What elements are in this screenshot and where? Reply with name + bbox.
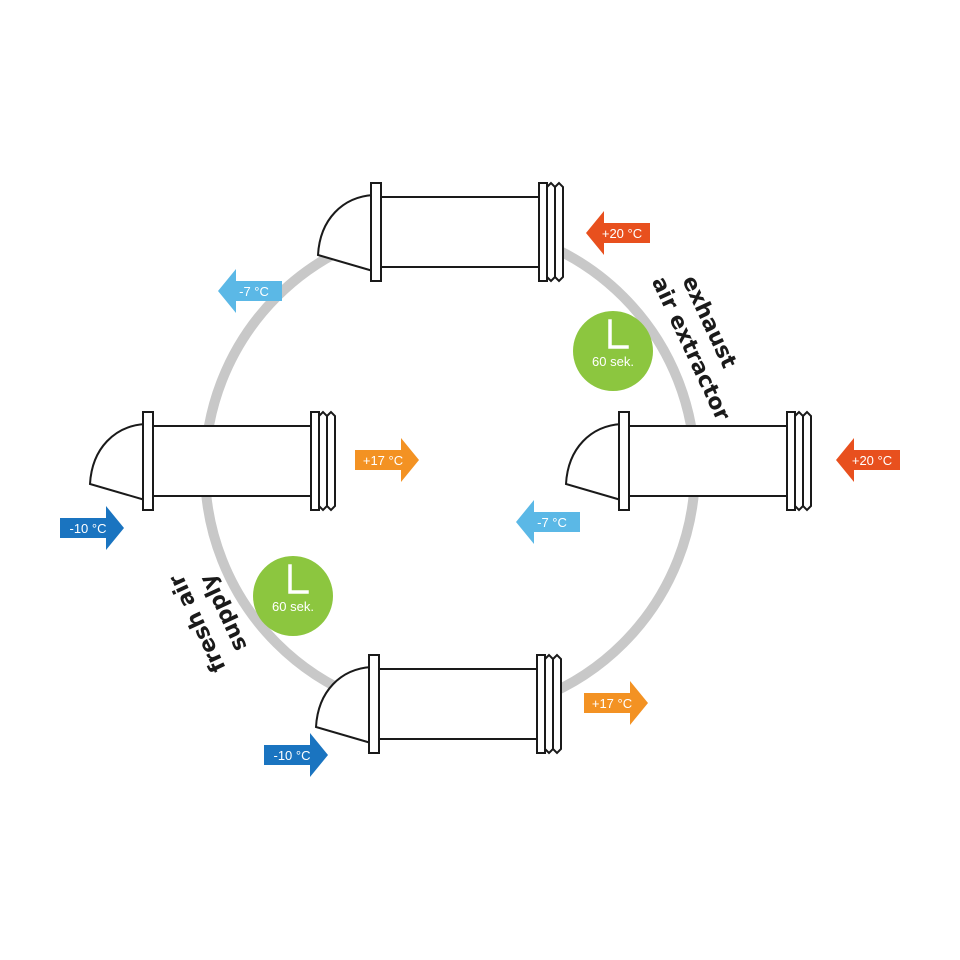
arrow-left-outdoor: -10 °C [60, 506, 124, 550]
arrow-bottom-outdoor: -10 °C [264, 733, 328, 777]
arrow-icon [60, 506, 124, 550]
supply-label: fresh air supply [164, 570, 252, 676]
timer-badge-right: 60 sek. [573, 311, 653, 391]
arrow-top-outdoor: -7 °C [218, 269, 282, 313]
temp-top-indoor: +20 °C [602, 226, 642, 241]
timer-badge-circle [573, 311, 653, 391]
ventilation-unit-right [564, 410, 812, 512]
arrow-right-outdoor: -7 °C [516, 500, 580, 544]
clock-corner-icon [608, 319, 629, 349]
ventilation-unit-bottom [314, 653, 562, 755]
temp-left-indoor: +17 °C [363, 453, 403, 468]
temp-left-outdoor: -10 °C [70, 521, 107, 536]
clock-corner-icon [288, 564, 309, 594]
arrow-icon [586, 211, 650, 255]
arrow-icon [584, 681, 648, 725]
ventilation-unit-top [316, 181, 564, 283]
temp-top-outdoor: -7 °C [239, 284, 269, 299]
arrow-icon [355, 438, 419, 482]
temp-right-indoor: +20 °C [852, 453, 892, 468]
timer-label-right: 60 sek. [592, 354, 634, 369]
arrow-left-indoor: +17 °C [355, 438, 419, 482]
ventilation-unit-left [88, 410, 336, 512]
arrow-bottom-indoor: +17 °C [584, 681, 648, 725]
timer-badge-left: 60 sek. [253, 556, 333, 636]
arrow-right-indoor: +20 °C [836, 438, 900, 482]
temp-bottom-indoor: +17 °C [592, 696, 632, 711]
timer-label-left: 60 sek. [272, 599, 314, 614]
arrow-top-indoor: +20 °C [586, 211, 650, 255]
timer-badge-circle [253, 556, 333, 636]
arrow-icon [516, 500, 580, 544]
arrow-icon [264, 733, 328, 777]
arrow-icon [218, 269, 282, 313]
temp-bottom-outdoor: -10 °C [274, 748, 311, 763]
temp-right-outdoor: -7 °C [537, 515, 567, 530]
arrow-icon [836, 438, 900, 482]
